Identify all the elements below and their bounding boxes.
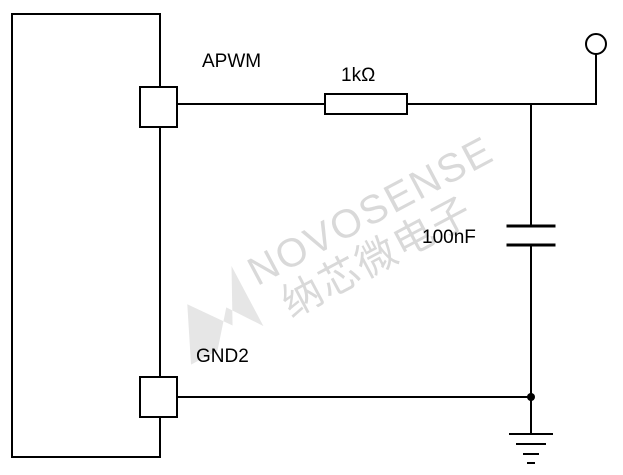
resistor-label: 1kΩ <box>341 65 375 86</box>
watermark-logo <box>187 266 264 365</box>
output-terminal <box>585 33 607 55</box>
gnd2-pin <box>139 376 178 418</box>
watermark: NOVOSENSE 纳芯微电子 <box>187 128 501 365</box>
apwm-pin <box>139 86 178 128</box>
gnd2-label: GND2 <box>196 346 249 367</box>
apwm-label: APWM <box>202 51 261 72</box>
ic-body <box>11 13 161 458</box>
resistor <box>324 93 408 115</box>
junction-dot <box>527 393 535 401</box>
capacitor-label: 100nF <box>422 227 476 248</box>
